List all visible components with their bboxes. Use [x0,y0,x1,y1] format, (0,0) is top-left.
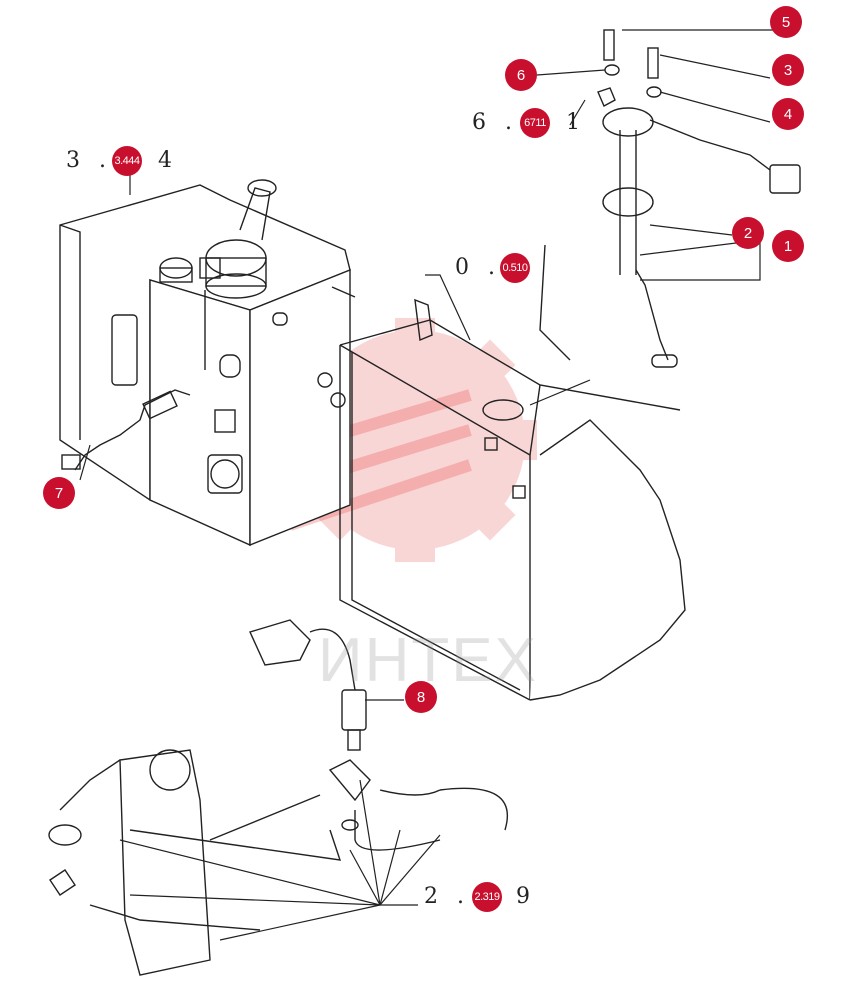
ref-prefix: 0 . [455,255,501,280]
callout-3[interactable]: 3 [772,54,804,86]
hydraulic-tank [59,184,356,547]
fuel-sender [539,29,801,368]
ref-label-bottom: 2 . [424,884,470,909]
leader-lines [79,29,785,941]
callout-2[interactable]: 2 [732,217,764,249]
callout-8[interactable]: 8 [405,681,437,713]
callout-7[interactable]: 7 [43,477,75,509]
ref-prefix: 6 . [472,110,518,135]
ref-badge-middle[interactable]: 0.510 [500,253,530,283]
ref-badge-left[interactable]: 3.444 [112,146,142,176]
fuel-tank [317,298,686,701]
ref-prefix: 2 . [424,884,470,909]
ref-label-middle: 0 . [455,255,501,280]
valve-block [48,749,509,976]
callout-1[interactable]: 1 [772,230,804,262]
callout-5[interactable]: 5 [770,6,802,38]
filter-head [199,179,277,299]
callout-4[interactable]: 4 [772,98,804,130]
ref-badge-bottom[interactable]: 2.319 [472,882,502,912]
ref-suffix-left: 4 [158,148,178,173]
level-switch-8 [249,619,367,751]
ref-badge-top-right[interactable]: 6711 [520,108,550,138]
ref-suffix-top-right: 1 [566,110,586,135]
callout-6[interactable]: 6 [505,59,537,91]
ref-suffix-bottom: 9 [516,884,536,909]
ref-label-top-right: 6 . [472,110,518,135]
ref-label-left: 3 . [66,148,112,173]
ref-prefix: 3 . [66,148,112,173]
